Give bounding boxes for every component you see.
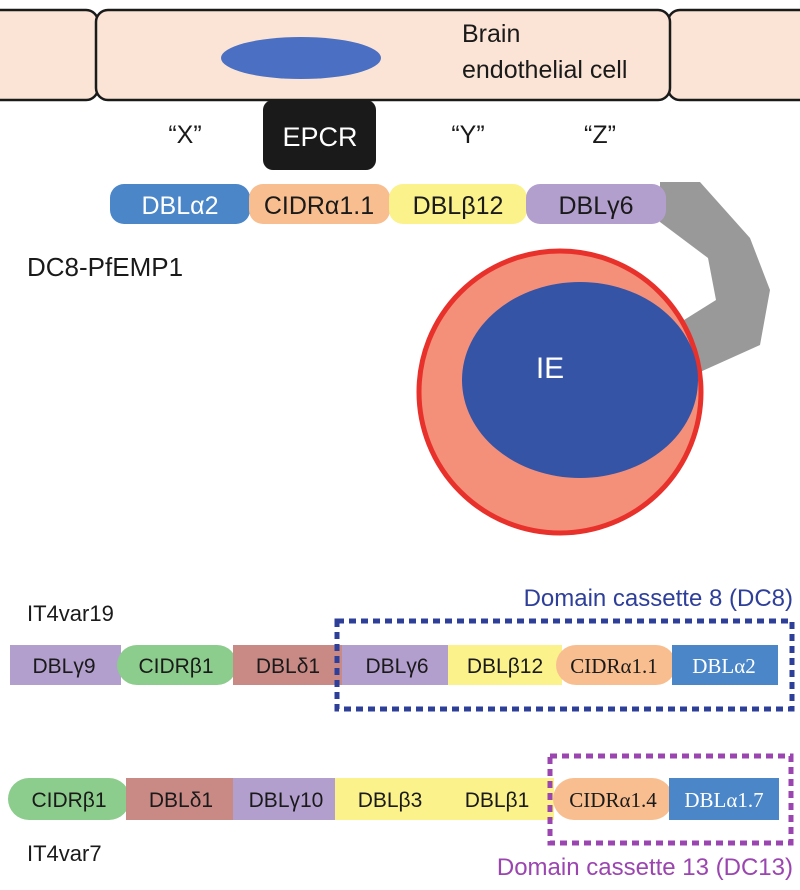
it4var7-domain-label: DBLδ1 xyxy=(149,789,213,812)
dc8-pfemp1-name: DC8-PfEMP1 xyxy=(27,252,183,282)
it4var19-domains: DBLγ9 CIDRβ1 DBLδ1 DBLγ6 DBLβ12 CIDRα1.1… xyxy=(10,645,778,685)
endothelium: Brain endothelial cell xyxy=(0,8,800,102)
position-label-x: “X” xyxy=(168,121,201,149)
it4var19-domain-label: DBLγ6 xyxy=(365,655,428,678)
it4var19-domain-label: DBLα2 xyxy=(692,654,756,678)
it4var7-domain xyxy=(441,778,554,820)
infected-erythrocyte: IE xyxy=(416,248,704,536)
brain-endothelial-cell xyxy=(94,8,672,102)
cell-label-line1: Brain xyxy=(462,20,520,48)
it4var7-domain xyxy=(233,778,339,820)
dc8-domain-dbla2 xyxy=(110,184,250,224)
ie-inner-parasite xyxy=(462,282,698,478)
dc8-domain-cidra11 xyxy=(249,184,390,224)
dc8-domain-label: DBLβ12 xyxy=(413,192,504,220)
it4var19-domain xyxy=(672,645,778,685)
neighbor-cell-left xyxy=(0,8,100,102)
position-label-y: “Y” xyxy=(451,121,484,149)
dc13-cassette-label: Domain cassette 13 (DC13) xyxy=(497,854,793,881)
it4var7-name: IT4var7 xyxy=(27,841,102,866)
position-label-z: “Z” xyxy=(584,121,616,149)
it4var7-domain-label: CIDRα1.4 xyxy=(569,788,657,812)
dc8-domain-label: DBLγ6 xyxy=(558,192,633,220)
it4var7-domain xyxy=(126,778,237,820)
it4var7-domain-label: CIDRβ1 xyxy=(31,789,106,812)
it4var19-domain-label: CIDRα1.1 xyxy=(570,654,657,678)
dc8-domain-dblg6 xyxy=(526,184,666,224)
pfemp1-tail xyxy=(660,182,770,372)
it4var7-domain-label: DBLγ10 xyxy=(249,789,324,812)
it4var7-domains: CIDRβ1 DBLδ1 DBLγ10 DBLβ3 DBLβ1 CIDRα1.4… xyxy=(8,778,779,820)
dc8-domain-label: CIDRα1.1 xyxy=(264,192,374,220)
it4var19-domain-label: DBLβ12 xyxy=(467,655,543,678)
it4var19-domain-label: DBLδ1 xyxy=(256,655,320,678)
it4var7-domain-label: DBLβ1 xyxy=(465,789,530,812)
it4var19-domain xyxy=(117,645,237,685)
it4var19-domain-label: DBLγ9 xyxy=(32,655,95,678)
it4var7-domain xyxy=(553,778,673,820)
dc13-cassette-box xyxy=(547,753,794,846)
cell-label-line2: endothelial cell xyxy=(462,56,627,84)
it4var19-domain xyxy=(10,645,121,685)
cell-nucleus xyxy=(221,37,381,79)
it4var19-name: IT4var19 xyxy=(27,601,114,626)
neighbor-cell-right xyxy=(666,8,800,102)
dc8-pfemp1-domains: DBLα2 CIDRα1.1 DBLβ12 DBLγ6 xyxy=(110,184,666,224)
it4var7-domain-label: DBLβ3 xyxy=(358,789,423,812)
it4var7-domain xyxy=(669,778,779,820)
it4var19-domain xyxy=(448,645,562,685)
epcr-receptor xyxy=(263,100,376,170)
it4var19-domain-label: CIDRβ1 xyxy=(138,655,213,678)
it4var7-domain xyxy=(335,778,445,820)
it4var7-domain xyxy=(8,778,130,820)
it4var19-domain xyxy=(342,645,452,685)
dc8-domain-label: DBLα2 xyxy=(142,192,219,220)
it4var19-domain xyxy=(233,645,346,685)
dc8-cassette-label: Domain cassette 8 (DC8) xyxy=(524,585,793,612)
it4var7-domain-label: DBLα1.7 xyxy=(684,788,763,812)
dc8-domain-dblb12 xyxy=(389,184,527,224)
dc8-cassette-box xyxy=(334,618,795,712)
it4var19-domain xyxy=(556,645,676,685)
ie-label: IE xyxy=(536,352,564,385)
epcr-label: EPCR xyxy=(282,122,357,152)
